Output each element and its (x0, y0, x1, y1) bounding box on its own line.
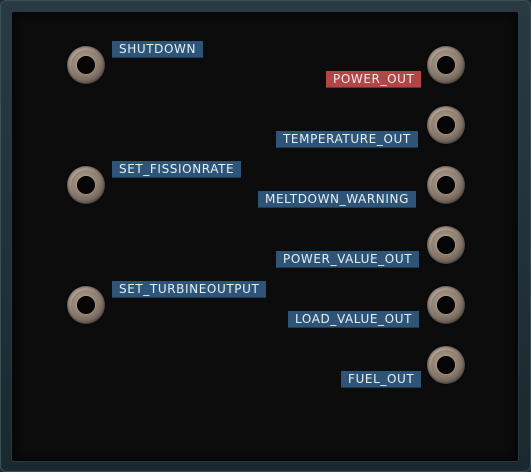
output-label-power-value-out[interactable]: POWER_VALUE_OUT (276, 251, 420, 268)
output-label-temperature-out[interactable]: TEMPERATURE_OUT (276, 131, 418, 148)
input-label-shutdown[interactable]: SHUTDOWN (112, 41, 204, 58)
output-label-fuel-out[interactable]: FUEL_OUT (341, 371, 422, 388)
input-connector-set-fissionrate[interactable] (67, 166, 105, 204)
output-connector-fuel-out[interactable] (427, 346, 465, 384)
output-label-meltdown-warning[interactable]: MELTDOWN_WARNING (258, 191, 416, 208)
output-label-power-out[interactable]: POWER_OUT (326, 71, 422, 88)
output-connector-meltdown-warning[interactable] (427, 166, 465, 204)
output-connector-load-value-out[interactable] (427, 286, 465, 324)
input-label-set-turbineoutput[interactable]: SET_TURBINEOUTPUT (112, 281, 267, 298)
output-connector-power-value-out[interactable] (427, 226, 465, 264)
output-connector-power-out[interactable] (427, 46, 465, 84)
output-label-load-value-out[interactable]: LOAD_VALUE_OUT (288, 311, 420, 328)
input-label-set-fissionrate[interactable]: SET_FISSIONRATE (112, 161, 242, 178)
input-connector-shutdown[interactable] (67, 46, 105, 84)
input-connector-set-turbineoutput[interactable] (67, 286, 105, 324)
output-connector-temperature-out[interactable] (427, 106, 465, 144)
